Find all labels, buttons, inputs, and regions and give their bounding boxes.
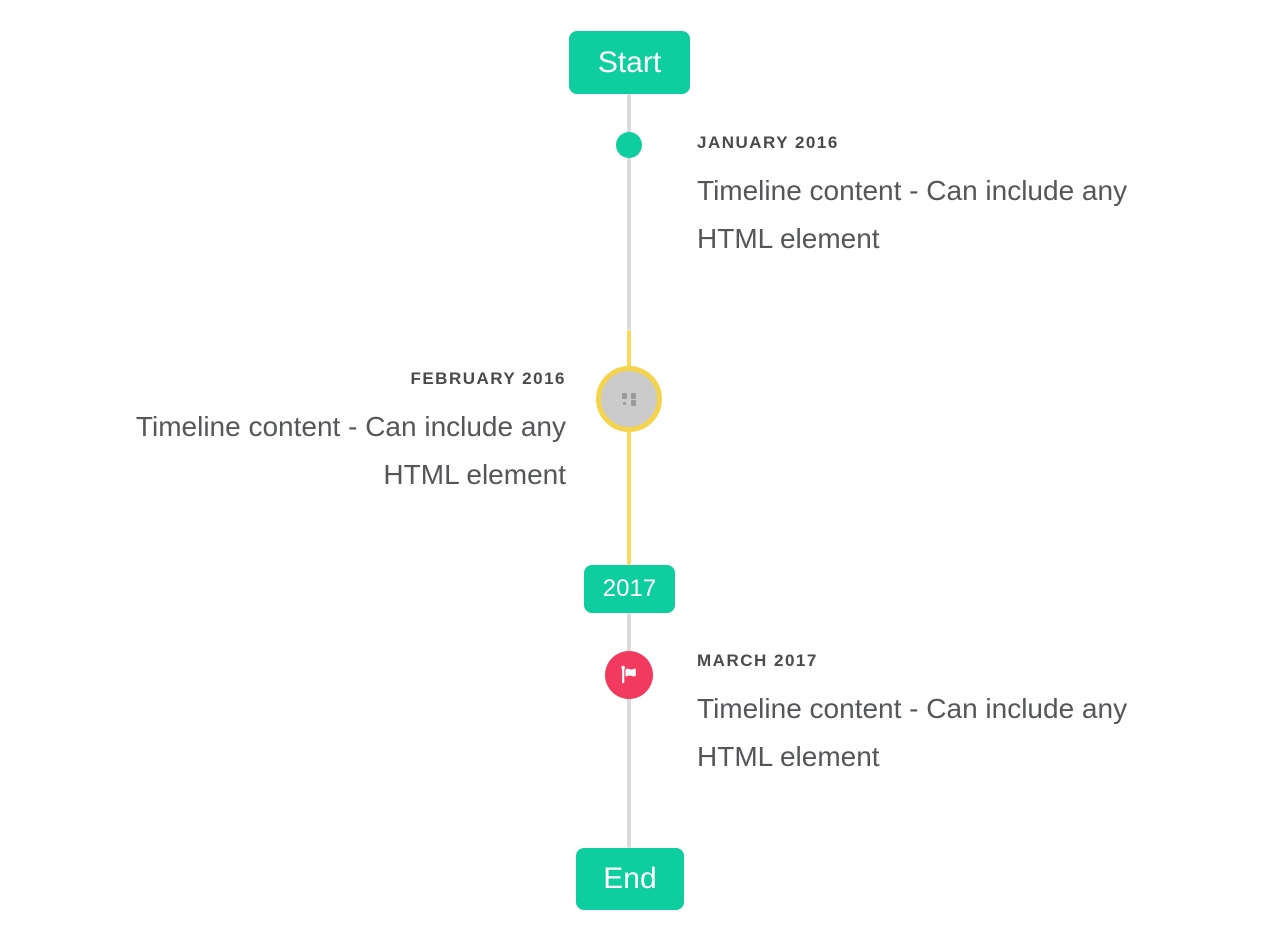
item-title: FEBRUARY 2016 [410, 369, 566, 388]
timeline-item-february-2016: FEBRUARY 2016 Timeline content - Can inc… [6, 368, 566, 499]
broken-image-icon [621, 392, 638, 407]
flag-icon [617, 663, 641, 687]
item-content-line: Timeline content - Can include any [697, 693, 1128, 724]
timeline-line-segment-gray-top [627, 94, 631, 330]
teal-dot-marker [616, 132, 642, 158]
end-badge[interactable]: End [576, 848, 684, 910]
item-content: Timeline content - Can include any HTML … [697, 685, 1242, 781]
item-content-line: Timeline content - Can include any [135, 411, 566, 442]
item-content-line: HTML element [697, 741, 880, 772]
start-badge[interactable]: Start [569, 31, 690, 94]
timeline-line-segment-yellow [627, 330, 631, 565]
item-content: Timeline content - Can include any HTML … [6, 403, 566, 499]
item-content: Timeline content - Can include any HTML … [697, 167, 1242, 263]
gray-circle-marker [596, 366, 662, 432]
timeline-item-january-2016: JANUARY 2016 Timeline content - Can incl… [697, 132, 1242, 263]
red-circle-marker [605, 651, 653, 699]
timeline-item-march-2017: MARCH 2017 Timeline content - Can includ… [697, 650, 1242, 781]
timeline-line-segment-gray-bottom [627, 613, 631, 848]
item-title: JANUARY 2016 [697, 133, 839, 152]
item-content-line: Timeline content - Can include any [697, 175, 1128, 206]
year-2017-badge[interactable]: 2017 [584, 565, 675, 613]
item-content-line: HTML element [697, 223, 880, 254]
item-title: MARCH 2017 [697, 651, 818, 670]
item-content-line: HTML element [383, 459, 566, 490]
